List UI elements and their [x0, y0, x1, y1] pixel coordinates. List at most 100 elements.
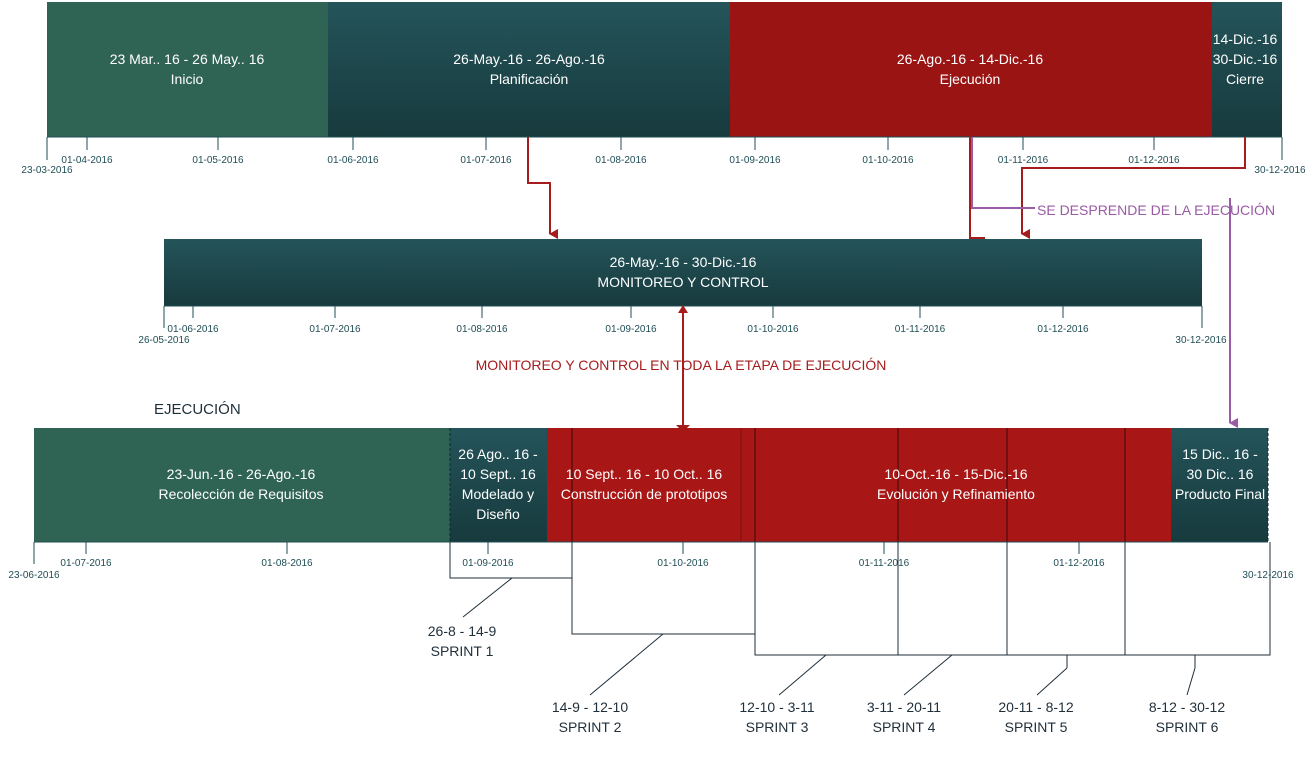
- sprint-2-range: 14-9 - 12-10: [552, 699, 628, 715]
- top-tick-label: 01-09-2016: [729, 155, 781, 166]
- phase-ejecucion-name: Ejecución: [940, 71, 1001, 87]
- top-tick-label: 01-10-2016: [862, 155, 914, 166]
- phase-modelado-name-b: Diseño: [476, 506, 520, 522]
- phase-modelado-name-a: Modelado y: [462, 486, 534, 502]
- bottom-tick-label: 01-11-2016: [859, 558, 910, 569]
- top-tick-label: 01-05-2016: [192, 155, 244, 166]
- monitoreo-annotation: MONITOREO Y CONTROL EN TODA LA ETAPA DE …: [476, 357, 887, 373]
- sprint-3-leader: [778, 654, 827, 696]
- phase-producto-final-dates-b: 30 Dic.. 16: [1187, 466, 1254, 482]
- phase-planificacion-name: Planificación: [490, 71, 569, 87]
- phase-planificacion-bar: [328, 2, 730, 137]
- phase-producto-final-bar: [1171, 428, 1268, 542]
- phase-producto-final-dates-a: 15 Dic.. 16 -: [1182, 446, 1258, 462]
- middle-tick-label: 01-07-2016: [309, 324, 361, 335]
- phase-evolucion-name: Evolución y Refinamiento: [877, 486, 1035, 502]
- middle-tick-label: 01-10-2016: [747, 324, 799, 335]
- top-tick-label: 01-06-2016: [327, 155, 379, 166]
- arrow-ejecucion-to-monitoreo: [969, 137, 985, 239]
- top-tick-label: 01-12-2016: [1128, 155, 1180, 166]
- phase-ejecucion-bar: [730, 2, 1212, 137]
- phase-inicio-dates: 23 Mar.. 16 - 26 May.. 16: [110, 51, 265, 67]
- sprint-1-name: SPRINT 1: [431, 643, 494, 659]
- sprint-5-range: 20-11 - 8-12: [998, 699, 1073, 715]
- middle-tick-label: 01-06-2016: [167, 324, 219, 335]
- bottom-timeline: 23-Jun.-16 - 26-Ago.-16 Recolección de R…: [8, 428, 1294, 581]
- phase-prototipos-dates: 10 Sept.. 16 - 10 Oct.. 16: [566, 466, 723, 482]
- middle-tick-label: 01-12-2016: [1037, 324, 1089, 335]
- sprint-2-bracket: [571, 542, 756, 635]
- bottom-tick-label: 01-12-2016: [1053, 558, 1105, 569]
- top-timeline: 23 Mar.. 16 - 26 May.. 16 Inicio 26-May.…: [21, 2, 1306, 176]
- phase-producto-final-name: Producto Final: [1175, 486, 1265, 502]
- sprint-6-name: SPRINT 6: [1156, 719, 1219, 735]
- phase-cierre-bar: [1212, 2, 1282, 137]
- bottom-tick-label: 01-08-2016: [261, 558, 313, 569]
- phase-modelado-bar: [450, 428, 547, 542]
- arrow-planificacion-to-monitoreo: [527, 137, 558, 239]
- sprint-6-leader-b: [1186, 667, 1196, 696]
- sprint-5-name: SPRINT 5: [1005, 719, 1068, 735]
- top-tick-label: 01-11-2016: [998, 155, 1049, 166]
- phase-inicio-name: Inicio: [171, 71, 204, 87]
- middle-axis-start-label: 26-05-2016: [138, 335, 190, 346]
- connector-arrows: SE DESPRENDE DE LA EJECUCIÓN: [527, 137, 1275, 428]
- phase-prototipos-name: Construcción de prototipos: [561, 486, 728, 502]
- phase-recoleccion-name: Recolección de Requisitos: [159, 486, 324, 502]
- middle-tick-label: 01-11-2016: [895, 324, 946, 335]
- middle-tick-label: 01-09-2016: [605, 324, 657, 335]
- desprende-label: SE DESPRENDE DE LA EJECUCIÓN: [1037, 202, 1275, 218]
- sprint-dividers: [449, 428, 1269, 542]
- monitoreo-dates: 26-May.-16 - 30-Dic.-16: [610, 254, 757, 270]
- top-axis-end-label: 30-12-2016: [1254, 165, 1306, 176]
- phase-cierre-dates-b: 30-Dic.-16: [1213, 51, 1278, 67]
- sprint-4-range: 3-11 - 20-11: [867, 699, 941, 715]
- top-tick-label: 01-07-2016: [460, 155, 512, 166]
- bottom-tick-label: 01-09-2016: [462, 558, 514, 569]
- phase-cierre-name: Cierre: [1226, 71, 1264, 87]
- phase-recoleccion-bar: [34, 428, 450, 542]
- phase-modelado-dates-a: 26 Ago.. 16 -: [458, 446, 538, 462]
- phase-modelado-dates-b: 10 Sept.. 16: [460, 466, 536, 482]
- sprint-4-leader: [903, 654, 953, 696]
- sprint-6-range: 8-12 - 30-12: [1149, 699, 1225, 715]
- phase-cierre-dates-a: 14-Dic.-16: [1213, 31, 1278, 47]
- phase-inicio-bar: [47, 2, 328, 137]
- phase-planificacion-dates: 26-May.-16 - 26-Ago.-16: [453, 51, 605, 67]
- sprint-3-name: SPRINT 3: [746, 719, 809, 735]
- middle-axis-ticks: [192, 306, 1064, 318]
- sprint-4-bracket: [897, 542, 1008, 656]
- bottom-axis-ticks: [85, 542, 1080, 554]
- top-tick-label: 01-04-2016: [61, 155, 113, 166]
- phase-recoleccion-dates: 23-Jun.-16 - 26-Ago.-16: [167, 466, 316, 482]
- top-axis-ticks: [86, 137, 1155, 150]
- sprint-1-leader: [462, 577, 513, 618]
- arrow-cierre-to-monitoreo: [1021, 137, 1246, 239]
- top-axis-start-label: 23-03-2016: [21, 165, 73, 176]
- section-title: EJECUCIÓN: [154, 401, 241, 418]
- arrowhead-up: [678, 305, 688, 313]
- top-tick-label: 01-08-2016: [595, 155, 647, 166]
- sprint-5-leader-b: [1036, 667, 1068, 696]
- monitoreo-bar: [164, 239, 1202, 306]
- middle-axis-end-label: 30-12-2016: [1175, 335, 1227, 346]
- bottom-tick-label: 01-10-2016: [657, 558, 709, 569]
- sprint-labels: 26-8 - 14-9 SPRINT 1 14-9 - 12-10 SPRINT…: [428, 623, 1226, 735]
- sprint-2-leader: [589, 633, 664, 696]
- bottom-axis-end-label: 30-12-2016: [1242, 570, 1294, 581]
- bottom-tick-label: 01-07-2016: [60, 558, 112, 569]
- phase-prototipos-bar: [547, 428, 755, 542]
- bottom-axis-start-label: 23-06-2016: [8, 570, 60, 581]
- sprint-1-range: 26-8 - 14-9: [428, 623, 497, 639]
- sprint-2-name: SPRINT 2: [559, 719, 622, 735]
- sprint-brackets: [449, 542, 1271, 696]
- sprint-3-range: 12-10 - 3-11: [739, 699, 814, 715]
- phase-ejecucion-dates: 26-Ago.-16 - 14-Dic.-16: [897, 51, 1044, 67]
- middle-timeline: 26-May.-16 - 30-Dic.-16 MONITOREO Y CONT…: [138, 239, 1227, 346]
- monitoreo-name: MONITOREO Y CONTROL: [597, 274, 768, 290]
- sprint-4-name: SPRINT 4: [873, 719, 936, 735]
- phase-evolucion-dates: 10-Oct.-16 - 15-Dic.-16: [884, 466, 1027, 482]
- monitoreo-ejecucion-link: MONITOREO Y CONTROL EN TODA LA ETAPA DE …: [476, 305, 887, 432]
- middle-tick-label: 01-08-2016: [456, 324, 508, 335]
